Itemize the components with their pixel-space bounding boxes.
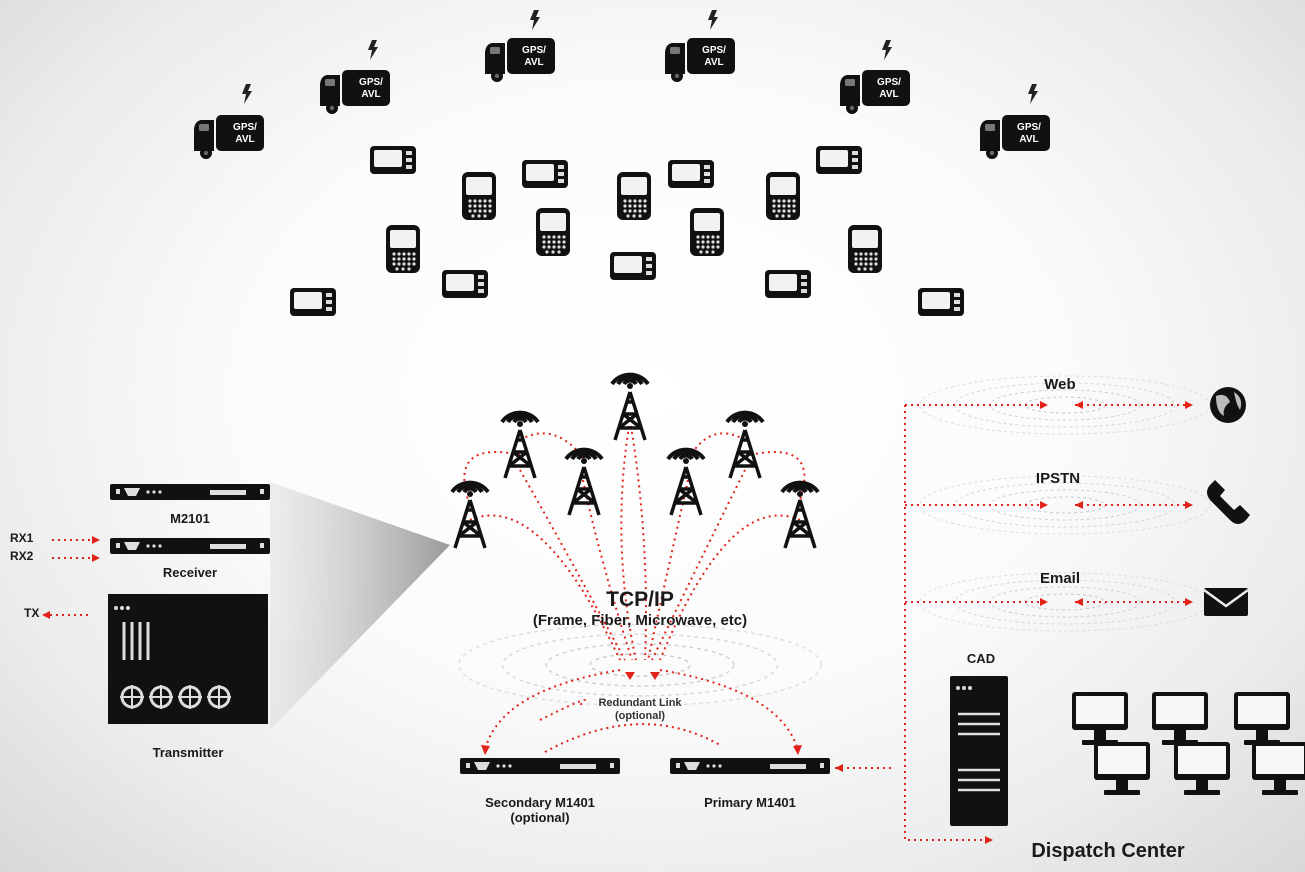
rx1-label: RX1 (10, 531, 34, 545)
globe-icon (1210, 387, 1246, 423)
radio-tower-icon (564, 447, 604, 517)
phone-icon (1207, 480, 1250, 524)
pager (610, 252, 656, 280)
rack-to-tower-cone (270, 482, 450, 730)
pager (668, 160, 714, 188)
pager (290, 288, 336, 316)
vehicle-label: GPS/AVL (1017, 122, 1041, 145)
smartphone (848, 225, 882, 273)
tower-links (50, 404, 1185, 841)
monitor-icon (1072, 692, 1128, 745)
receiver-label: Receiver (162, 565, 218, 580)
pager (918, 288, 964, 316)
receiver-unit (110, 538, 270, 554)
dispatch-center-label: Dispatch Center (1031, 840, 1185, 862)
monitor-icon (1252, 742, 1305, 795)
secondary-m1401-unit (460, 758, 620, 774)
m2101-label: M2101 (170, 511, 210, 526)
smartphone (690, 208, 724, 256)
network-subtitle: (Frame, Fiber, Microwave, etc) (532, 612, 748, 629)
radio-tower-icon (500, 410, 540, 480)
cad-label: CAD (966, 651, 996, 666)
pager (816, 146, 862, 174)
transmitter-label: Transmitter (152, 745, 224, 760)
tx-label: TX (24, 606, 40, 620)
rx2-label: RX2 (10, 549, 34, 563)
vehicle-label: GPS/AVL (522, 45, 546, 68)
pager (370, 146, 416, 174)
m2101-unit (110, 484, 270, 500)
transmitter-unit (108, 594, 268, 724)
smartphone (536, 208, 570, 256)
arrowheads (42, 401, 1193, 844)
ripple-tcpip (458, 623, 822, 707)
radio-tower-icon (725, 410, 765, 480)
ipstn-label: IPSTN (1035, 470, 1081, 487)
pager (522, 160, 568, 188)
monitor-icon (1174, 742, 1230, 795)
smartphone (766, 172, 800, 220)
envelope-icon (1203, 588, 1249, 616)
secondary-m1401-label: Secondary M1401(optional) (485, 795, 595, 825)
web-label: Web (1044, 376, 1076, 393)
vehicle-label: GPS/AVL (359, 77, 383, 100)
monitor-icon (1094, 742, 1150, 795)
cad-server (950, 676, 1008, 826)
smartphone (386, 225, 420, 273)
monitor-icon (1234, 692, 1290, 745)
vehicle-label: GPS/AVL (877, 77, 901, 100)
radio-tower-icon (610, 372, 650, 442)
pager (442, 270, 488, 298)
pager (765, 270, 811, 298)
vehicle-label: GPS/AVL (702, 45, 726, 68)
primary-m1401-label: Primary M1401 (704, 795, 796, 810)
radio-tower-icon (666, 447, 706, 517)
network-title: TCP/IP (606, 588, 674, 611)
monitor-icon (1152, 692, 1208, 745)
email-label: Email (1039, 570, 1081, 587)
smartphone (462, 172, 496, 220)
smartphone (617, 172, 651, 220)
vehicle-label: GPS/AVL (233, 122, 257, 145)
redundant-link-label: Redundant Link(optional) (598, 697, 682, 722)
primary-m1401-unit (670, 758, 830, 774)
